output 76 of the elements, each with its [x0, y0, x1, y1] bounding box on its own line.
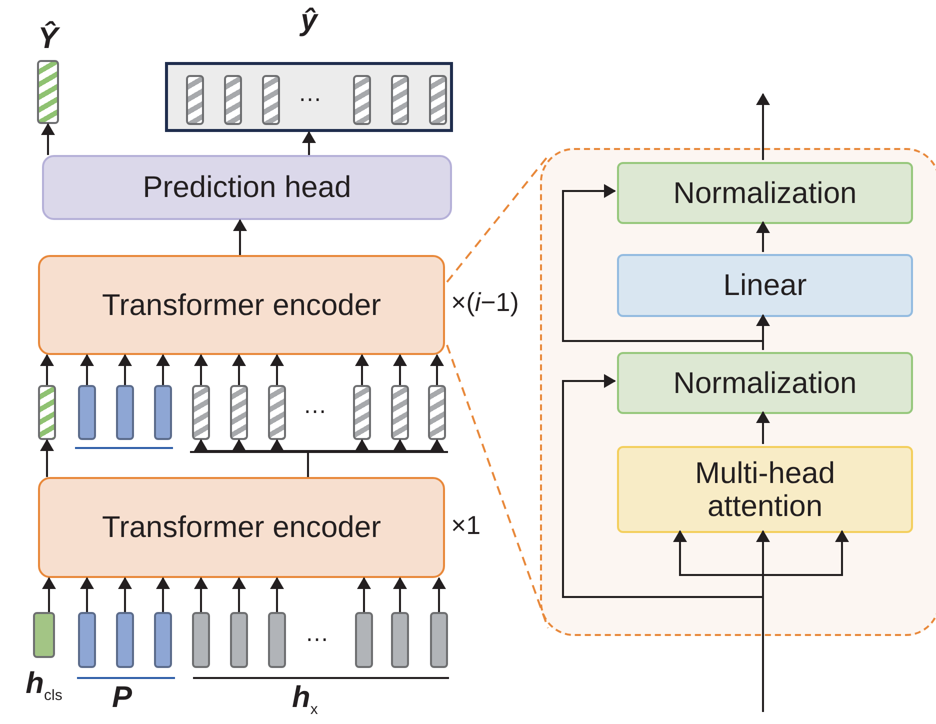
zoom-line	[446, 155, 549, 283]
arrow	[562, 184, 764, 350]
arrow	[156, 354, 170, 385]
token-bar	[230, 612, 248, 668]
arrow	[270, 577, 284, 612]
arrow	[42, 577, 56, 612]
token-bar	[116, 612, 134, 668]
token-bar	[428, 385, 446, 440]
zoom-line	[446, 344, 549, 628]
token-bar	[116, 385, 134, 440]
arrow	[763, 530, 849, 576]
ellipsis-label: …	[298, 80, 322, 109]
arrow	[156, 577, 170, 612]
process-box: Linear	[617, 254, 913, 317]
arrow	[270, 354, 284, 385]
token-bar	[268, 612, 286, 668]
ellipsis-label: …	[303, 392, 327, 421]
token-bar	[391, 75, 409, 125]
arrow	[233, 219, 247, 255]
token-bar	[355, 612, 373, 668]
arrow	[393, 354, 407, 385]
process-box: Prediction head	[42, 155, 452, 220]
token-bar	[353, 385, 371, 440]
repeat-label: ×1	[451, 510, 481, 540]
arrow	[355, 354, 369, 385]
arrow	[194, 577, 208, 612]
process-box: Transformer encoder	[38, 255, 445, 355]
arrow	[80, 354, 94, 385]
arrow	[673, 530, 763, 576]
token-bar	[230, 385, 248, 440]
arrow	[430, 354, 444, 385]
token-bar	[391, 385, 409, 440]
token-bar	[192, 612, 210, 668]
arrow	[756, 93, 770, 160]
token-bar	[78, 612, 96, 668]
detail-panel	[540, 148, 936, 636]
arrow	[118, 354, 132, 385]
process-box: Transformer encoder	[38, 477, 445, 578]
group-label: h$_{x}$	[292, 680, 318, 719]
arrow	[432, 577, 446, 612]
token-bar	[353, 75, 371, 125]
token-bar	[391, 612, 409, 668]
input-label: h$_{cls}$	[26, 668, 62, 706]
process-box: Normalization	[617, 352, 913, 414]
token-bar	[268, 385, 286, 440]
ellipsis-label: …	[305, 620, 329, 649]
arrow	[756, 221, 770, 252]
arrow	[756, 411, 770, 444]
token-bar	[78, 385, 96, 440]
arrow	[756, 530, 770, 712]
arrow	[194, 354, 208, 385]
token-bar	[38, 385, 56, 440]
output-label: ŷ	[298, 4, 320, 38]
process-box: Multi-head attention	[617, 446, 913, 533]
arrow	[41, 123, 55, 155]
arrow	[40, 439, 54, 477]
arrow	[393, 577, 407, 612]
repeat-label: ×(i−1)	[451, 287, 519, 318]
arrow	[357, 577, 371, 612]
arrow	[232, 354, 246, 385]
process-box: Normalization	[617, 162, 913, 224]
token-bar	[262, 75, 280, 125]
arrow	[232, 577, 246, 612]
token-bar	[429, 75, 447, 125]
arrow	[118, 577, 132, 612]
arrow	[40, 354, 54, 385]
token-bar	[192, 385, 210, 440]
token-bar	[224, 75, 242, 125]
arrow	[562, 374, 763, 598]
arrow	[80, 577, 94, 612]
arrow	[302, 131, 316, 155]
token-bar	[430, 612, 448, 668]
token-bar	[154, 612, 172, 668]
token-bar	[154, 385, 172, 440]
token-bar	[186, 75, 204, 125]
group-label: P	[112, 680, 132, 716]
